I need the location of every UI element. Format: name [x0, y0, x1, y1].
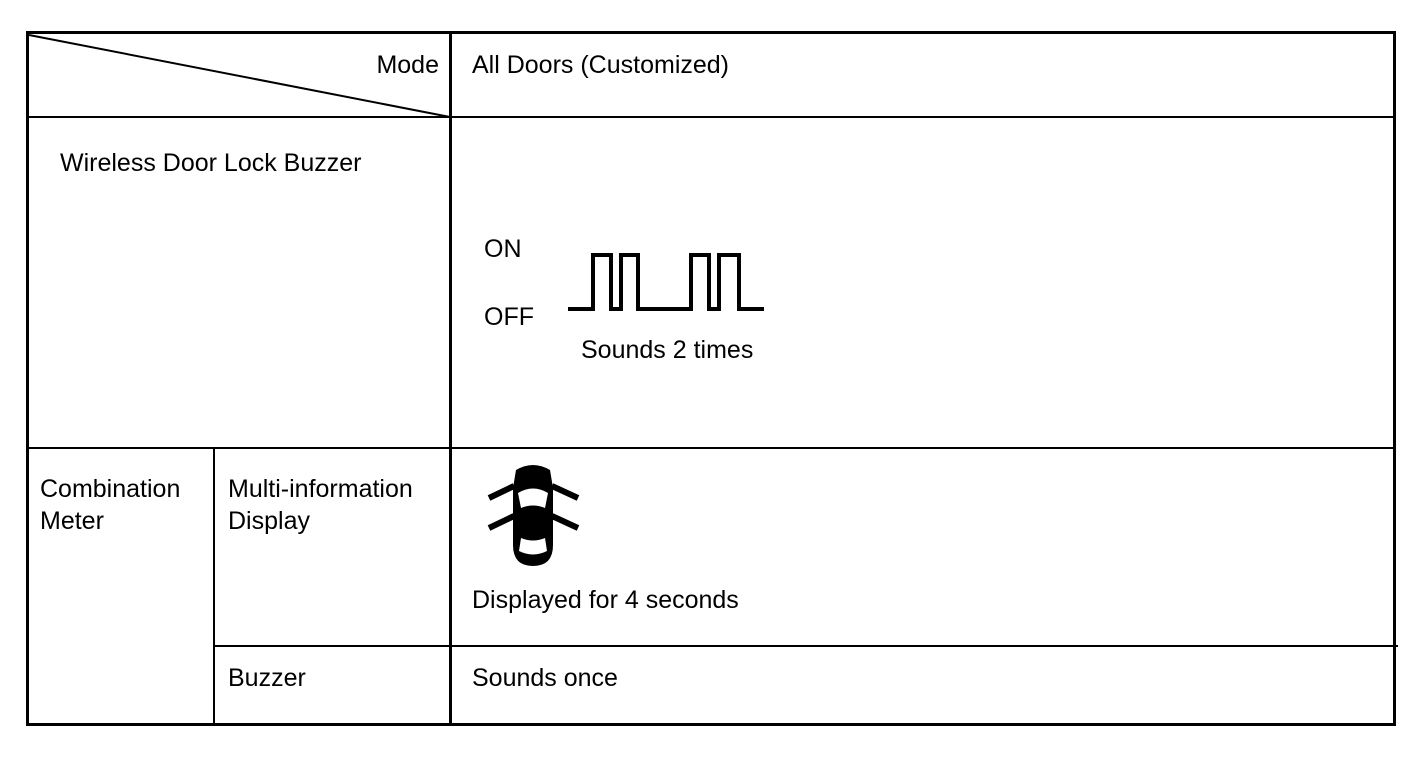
buzzer-row-label: Wireless Door Lock Buzzer	[60, 149, 362, 177]
column-divider	[449, 31, 452, 726]
mid-label-line1: Multi-information	[228, 475, 413, 503]
combination-meter-label-line2: Meter	[40, 507, 104, 535]
table-border-right	[1393, 31, 1396, 726]
row-divider-header	[26, 116, 1396, 118]
row-divider-buzzer	[26, 447, 1396, 449]
combination-meter-label-line1: Combination	[40, 475, 181, 503]
row-divider-meter	[213, 645, 1398, 647]
buzzer-caption: Sounds 2 times	[581, 336, 754, 364]
meter-buzzer-label: Buzzer	[228, 664, 306, 692]
display-caption: Displayed for 4 seconds	[472, 586, 739, 614]
mid-label-line2: Display	[228, 507, 310, 535]
subcolumn-divider	[213, 447, 215, 726]
meter-buzzer-value: Sounds once	[472, 664, 618, 692]
table-border-bottom	[26, 723, 1396, 726]
signal-on-label: ON	[484, 235, 522, 263]
signal-off-label: OFF	[484, 303, 534, 331]
table-border-top	[26, 31, 1396, 34]
mode-label: Mode	[376, 51, 439, 79]
mode-value: All Doors (Customized)	[472, 51, 730, 79]
table-border-left	[26, 31, 29, 726]
